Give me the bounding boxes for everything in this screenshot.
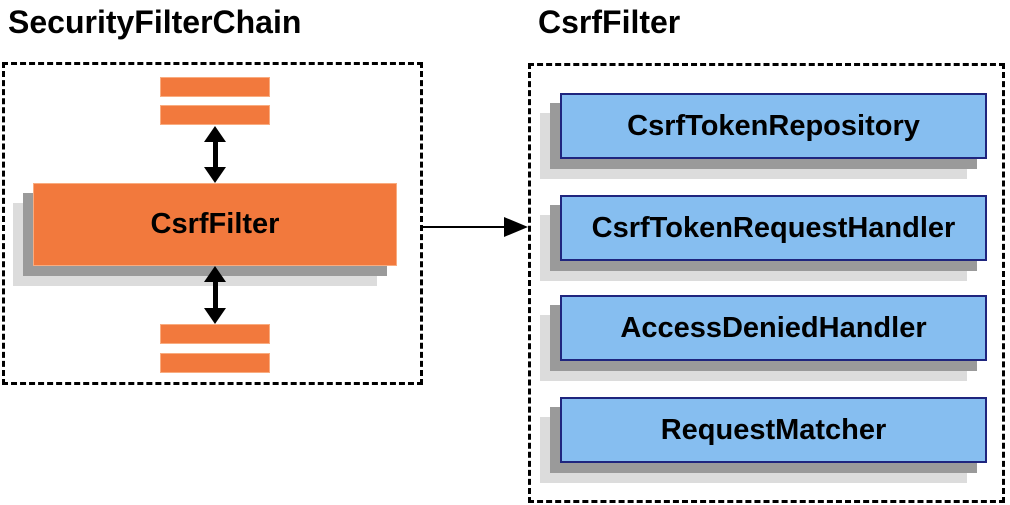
component-label: RequestMatcher	[660, 413, 887, 446]
filter-placeholder-bar-top-1	[160, 77, 270, 97]
bidirectional-arrow-top-icon	[204, 126, 226, 183]
arrow-shaft	[212, 142, 218, 167]
component-label: AccessDeniedHandler	[620, 311, 927, 344]
csrf-filter-box-label: CsrfFilter	[150, 208, 280, 240]
security-filter-chain-title: SecurityFilterChain	[8, 4, 302, 40]
arrow-up-head-icon	[204, 266, 226, 282]
component-box-access-denied-handler: AccessDeniedHandler	[560, 295, 987, 361]
arrow-up-head-icon	[204, 126, 226, 142]
csrf-filter-box: CsrfFilter	[33, 183, 397, 266]
component-label: CsrfTokenRequestHandler	[591, 211, 956, 244]
csrf-filter-panel-title: CsrfFilter	[538, 4, 681, 40]
component-box-request-matcher: RequestMatcher	[560, 397, 987, 463]
arrow-down-head-icon	[204, 308, 226, 324]
delegation-arrow-line	[423, 226, 508, 228]
bidirectional-arrow-bottom-icon	[204, 266, 226, 324]
csrf-filter-container	[528, 63, 1005, 503]
component-label: CsrfTokenRepository	[627, 109, 920, 142]
arrow-down-head-icon	[204, 167, 226, 183]
component-box-csrf-token-repository: CsrfTokenRepository	[560, 93, 987, 159]
filter-placeholder-bar-bottom-1	[160, 324, 270, 344]
arrow-shaft	[212, 282, 218, 308]
filter-placeholder-bar-top-2	[160, 105, 270, 125]
security-filter-chain-container	[2, 62, 423, 385]
filter-placeholder-bar-bottom-2	[160, 353, 270, 373]
component-box-csrf-token-request-handler: CsrfTokenRequestHandler	[560, 195, 987, 261]
delegation-arrow-head-icon	[504, 217, 528, 237]
